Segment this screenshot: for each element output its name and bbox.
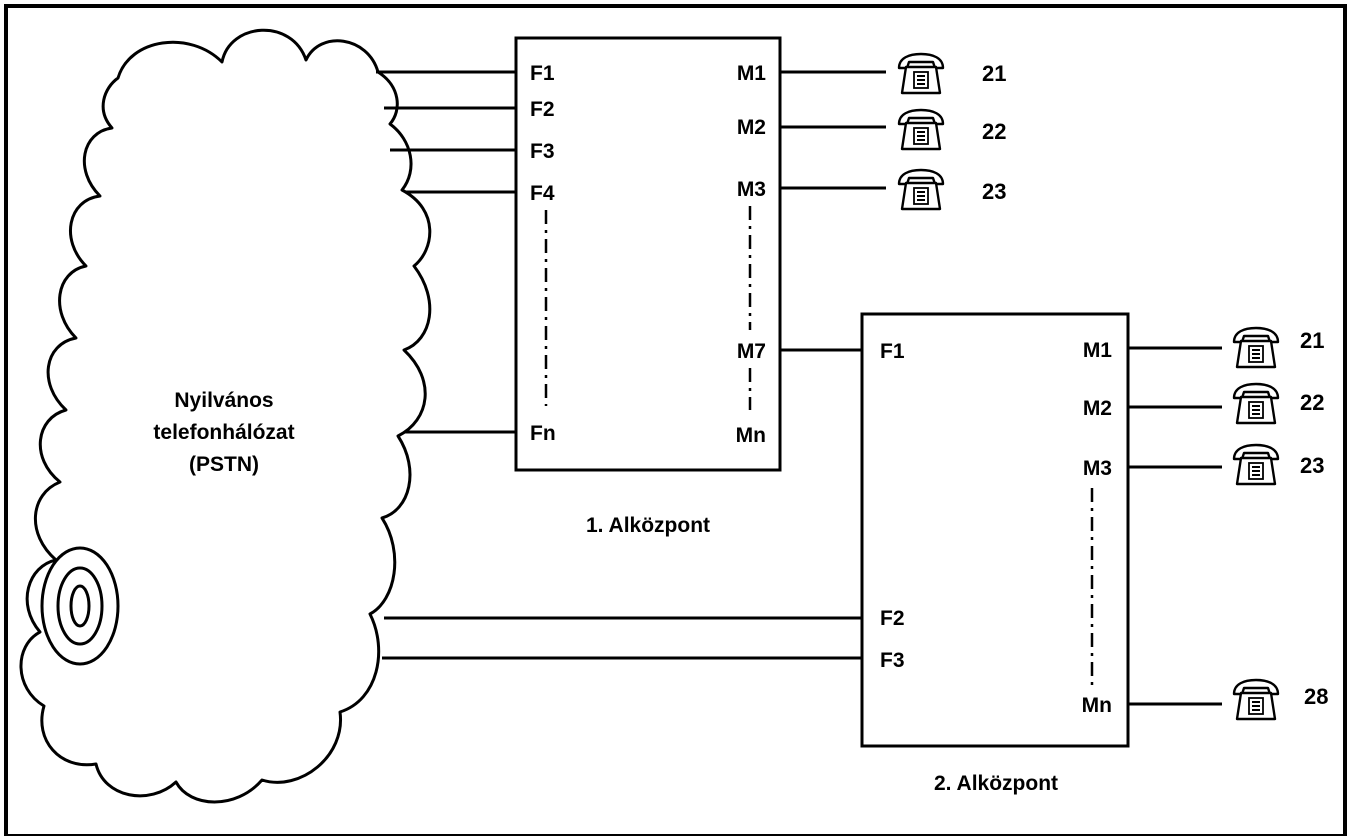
telephone-icon xyxy=(1232,678,1280,721)
ex1-ext-m1: M1 xyxy=(737,62,766,85)
ex1-ext-mn: Mn xyxy=(736,424,766,447)
ex1-ext-m3: M3 xyxy=(737,178,766,201)
ex2-trunk-f3: F3 xyxy=(880,649,905,672)
telephone-icon xyxy=(897,108,945,151)
ex1-ext-m2: M2 xyxy=(737,116,766,139)
cloud-label-line3: (PSTN) xyxy=(189,453,259,476)
ex2-phone-22: 22 xyxy=(1300,390,1324,415)
cloud-label-line1: Nyilvános xyxy=(174,389,273,412)
ex1-trunk-f3: F3 xyxy=(530,140,555,163)
ex1-phone-21: 21 xyxy=(982,61,1006,86)
telephone-icon xyxy=(897,168,945,211)
ex1-extension-lines xyxy=(780,70,886,352)
ex2-trunk-f1: F1 xyxy=(880,340,905,363)
telephone-icon xyxy=(1232,326,1280,369)
telephone-icon xyxy=(1232,443,1280,486)
ex2-ext-m1: M1 xyxy=(1083,339,1112,362)
ex2-extension-lines xyxy=(1128,346,1222,706)
ex1-trunk-f2: F2 xyxy=(530,98,555,121)
exchange1-box xyxy=(514,36,782,472)
ex2-phone-21: 21 xyxy=(1300,328,1324,353)
cloud-icon xyxy=(19,28,432,804)
ex2-phone-28: 28 xyxy=(1304,684,1328,709)
ex1-ext-m7: M7 xyxy=(737,340,766,363)
ex1-trunk-f4: F4 xyxy=(530,182,555,205)
exchange1-caption: 1. Alközpont xyxy=(586,514,710,537)
telephone-icon xyxy=(897,52,945,95)
ex2-ext-m3: M3 xyxy=(1083,457,1112,480)
ex1-trunk-f1: F1 xyxy=(530,62,555,85)
ex2-trunk-f2: F2 xyxy=(880,607,905,630)
outer-frame xyxy=(4,4,1347,836)
ex2-ext-m2: M2 xyxy=(1083,397,1112,420)
exchange1-trunk-lines xyxy=(376,70,516,434)
telephone-icon xyxy=(1232,382,1280,425)
exchange2-box xyxy=(860,312,1130,748)
ex1-phone-23: 23 xyxy=(982,179,1006,204)
ex1-phone-22: 22 xyxy=(982,119,1006,144)
exchange2-trunk-lines xyxy=(382,616,862,660)
exchange2-caption: 2. Alközpont xyxy=(934,772,1058,795)
ex2-ext-mn: Mn xyxy=(1082,694,1112,717)
cloud-label-line2: telefonhálózat xyxy=(153,421,294,444)
ex2-phone-23: 23 xyxy=(1300,453,1324,478)
ex1-trunk-fn: Fn xyxy=(530,422,556,445)
